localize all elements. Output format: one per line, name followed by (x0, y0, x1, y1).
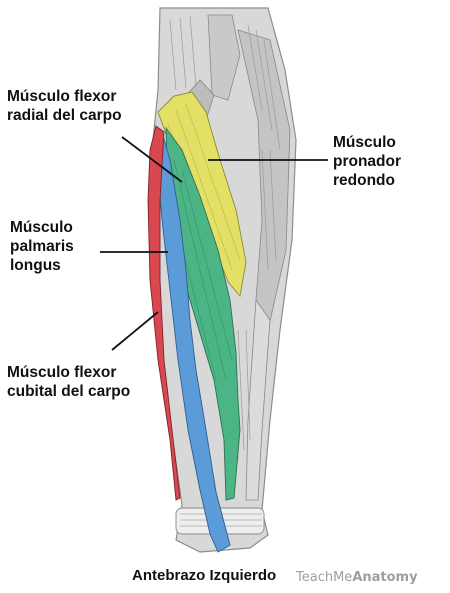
label-flexor-carpi-radialis: Músculo flexor radial del carpo (7, 88, 122, 124)
leader-line-fcu (111, 311, 159, 351)
watermark-light: TeachMe (296, 570, 353, 585)
label-flexor-carpi-ulnaris: Músculo flexor cubital del carpo (7, 364, 131, 400)
flexor-carpi-ulnaris-muscle (147, 125, 181, 501)
watermark-bold: Anatomy (352, 570, 418, 585)
leader-lines (100, 136, 328, 351)
watermark: TeachMeAnatomy (296, 570, 418, 585)
label-palmaris-longus: Músculo palmaris longus (10, 219, 74, 274)
leader-line-fcr (121, 136, 183, 183)
label-pronator-teres: Músculo pronador redondo (333, 134, 402, 189)
caption: Antebrazo Izquierdo (132, 567, 277, 584)
palmaris-longus-muscle (157, 131, 231, 553)
